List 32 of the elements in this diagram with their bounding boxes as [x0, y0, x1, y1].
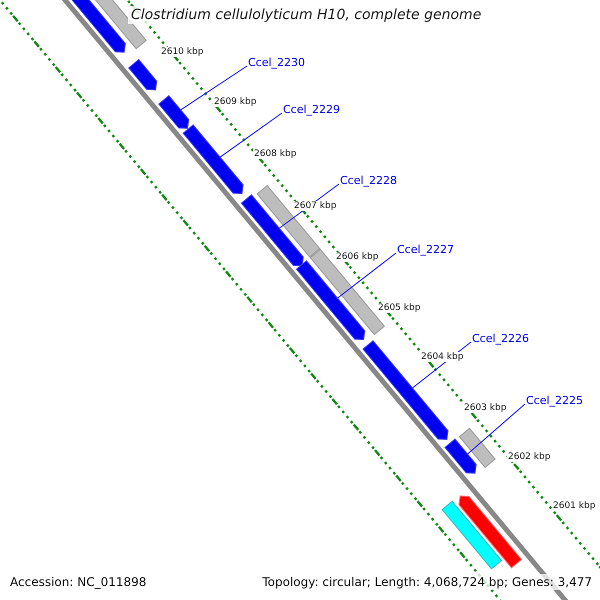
scale-label: 2605 kbp — [377, 303, 422, 313]
gene-feature — [182, 124, 244, 194]
scale-label: 2604 kbp — [420, 352, 464, 362]
gene-feature — [444, 438, 477, 474]
gene-label: Ccel_2227 — [397, 243, 454, 256]
gene-feature — [458, 428, 496, 468]
scale-label: 2609 kbp — [213, 97, 258, 107]
gene-feature — [158, 95, 190, 129]
gene-label: Ccel_2226 — [472, 332, 530, 345]
gene-feature — [256, 184, 320, 258]
scale-label: 2602 kbp — [507, 452, 552, 462]
gene-feature — [442, 500, 502, 570]
scale-label: 2601 kbp — [552, 501, 596, 511]
leader-line — [180, 66, 248, 110]
leader-line — [337, 252, 396, 299]
scale-label: 2603 kbp — [463, 403, 508, 413]
gene-feature — [296, 260, 366, 340]
info-text: Accession: NC_011898 — [8, 574, 148, 590]
leader-line — [220, 112, 282, 158]
gene-feature — [458, 496, 522, 568]
scale-label: 2608 kbp — [253, 149, 298, 159]
info-text: Topology: circular; Length: 4,068,724 bp; Genes: 3,477 — [260, 574, 594, 590]
scale-label: 2606 kbp — [335, 252, 380, 262]
gene-label: Ccel_2225 — [526, 394, 584, 407]
gene-label: Ccel_2229 — [283, 103, 340, 116]
leader-line — [466, 404, 526, 455]
gene-feature — [362, 340, 448, 440]
gene-label: Ccel_2230 — [248, 56, 306, 69]
gene-label: Ccel_2228 — [340, 174, 398, 187]
scale-label: 2607 kbp — [293, 201, 338, 211]
scale-label: 2610 kbp — [160, 47, 204, 57]
gene-feature — [128, 58, 158, 90]
